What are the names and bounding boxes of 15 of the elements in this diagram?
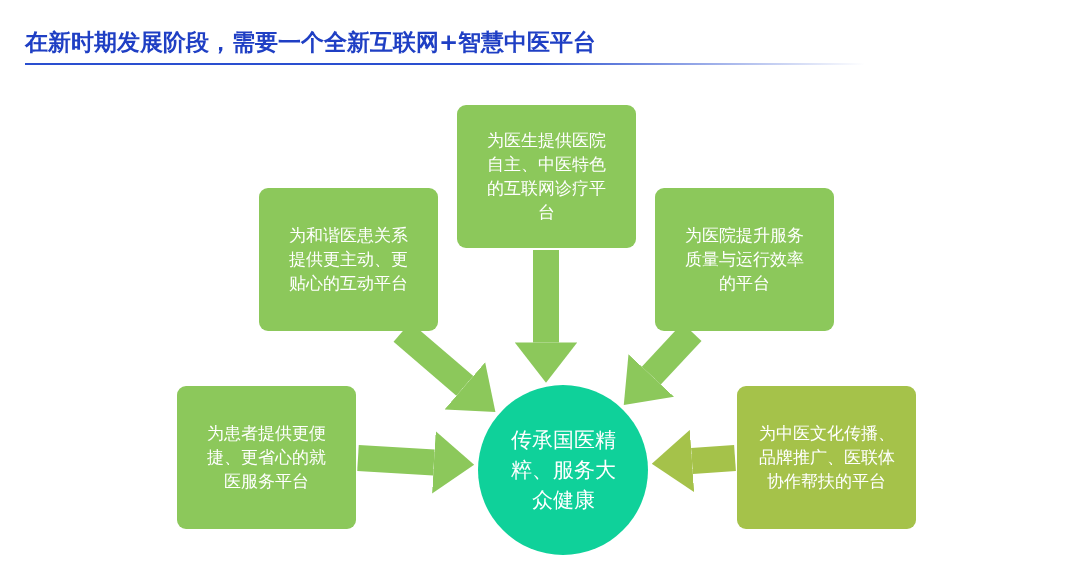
platform-box	[259, 188, 438, 331]
box-text: 为医院提升服务质量与运行效率的平台	[684, 224, 805, 295]
platform-box	[737, 386, 916, 529]
box-text: 为和谐医患关系提供更主动、更贴心的互动平台	[288, 224, 409, 295]
block-arrow	[357, 431, 475, 494]
box-text: 传承国医精粹、服务大众健康	[509, 427, 617, 514]
box-text: 为医生提供医院自主、中医特色的互联网诊疗平台	[486, 129, 607, 224]
box-text: 为患者提供更便捷、更省心的就医服务平台	[206, 422, 327, 493]
block-arrow	[651, 429, 736, 493]
box-text: 为中医文化传播、品牌推广、医联体协作帮扶的平台	[757, 422, 896, 493]
slide-title: 在新时期发展阶段，需要一个全新互联网+智慧中医平台	[25, 28, 597, 57]
block-arrow	[514, 250, 578, 383]
platform-box	[655, 188, 834, 331]
platform-box	[457, 105, 636, 248]
platform-box	[177, 386, 356, 529]
